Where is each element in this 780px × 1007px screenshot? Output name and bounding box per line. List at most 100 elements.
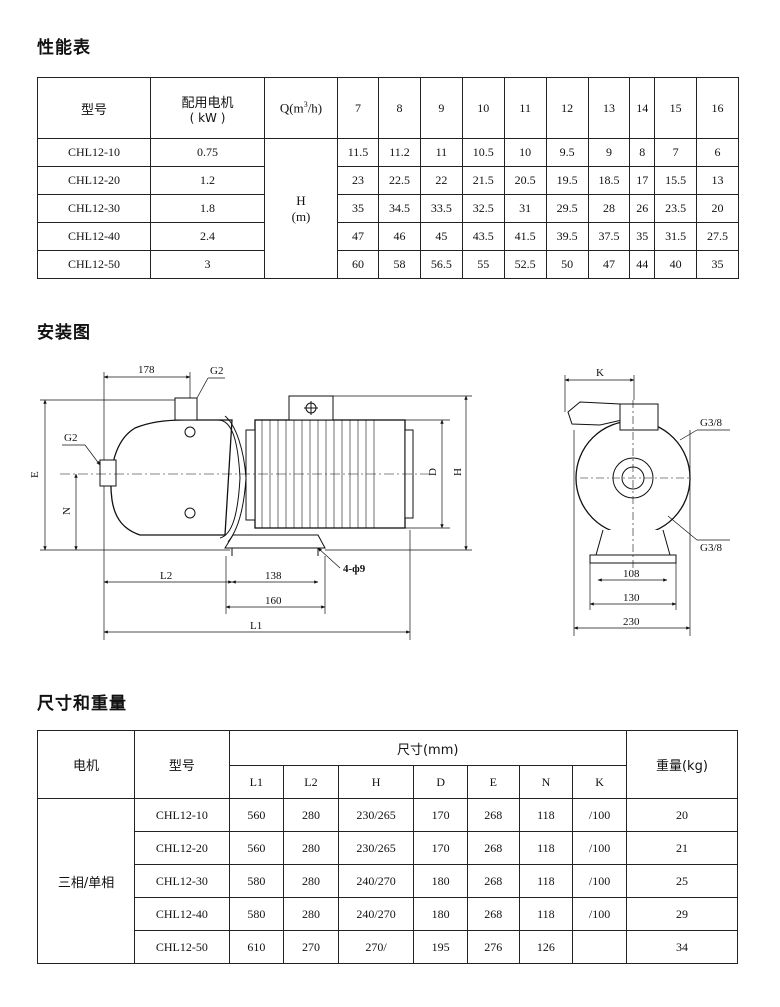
motor-header: 配用电机 ( kW ) (150, 77, 265, 139)
g38-top-label: G3/8 (700, 417, 723, 429)
performance-table: 型号 配用电机 ( kW ) Q(m3/h) 7 8 9 10 11 12 13… (37, 77, 739, 279)
dim-cell: 280 (283, 897, 339, 931)
dim-l2-label: L2 (160, 570, 172, 582)
col-k-header: K (572, 765, 627, 799)
head-cell: 47 (587, 250, 631, 279)
flow-header-sup: 3 (303, 99, 308, 109)
model-cell: CHL12-10 (134, 798, 230, 832)
head-cell: 20.5 (503, 166, 547, 195)
flow-value: 12 (545, 77, 589, 139)
dim-cell: 195 (413, 930, 468, 964)
head-cell: 32.5 (461, 194, 505, 223)
dim-178-label: 178 (138, 364, 155, 376)
head-cell: 20 (696, 194, 739, 223)
head-cell: 40 (654, 250, 698, 279)
flow-value: 14 (629, 77, 656, 139)
g38-bottom-label: G3/8 (700, 542, 723, 554)
model-header: 型号 (134, 730, 230, 799)
pump-end-view (567, 400, 691, 575)
dimensions-title: 尺寸和重量 (37, 694, 127, 714)
head-cell: 37.5 (587, 222, 631, 251)
model-cell: CHL12-30 (134, 864, 230, 898)
installation-title: 安装图 (37, 323, 91, 343)
dim-cell: 270/ (337, 930, 415, 964)
phase-cell: 三相/单相 (36, 798, 136, 964)
head-cell: 22.5 (378, 166, 421, 195)
installation-drawing: 178 G2 G2 E N D H L2 138 160 L1 4-ф9 K G… (29, 364, 730, 640)
model-cell: CHL12-10 (37, 138, 151, 167)
head-cell: 9.5 (545, 138, 589, 167)
head-cell: 28 (587, 194, 631, 223)
dim-cell: 240/270 (337, 864, 415, 898)
head-cell: 31.5 (654, 222, 698, 251)
dim-h-label: H (452, 468, 464, 476)
head-cell: 35 (336, 194, 380, 223)
model-cell: CHL12-20 (134, 831, 230, 865)
head-label: H (m) (264, 138, 338, 279)
dim-k-label: K (596, 367, 604, 379)
holes-label: 4-ф9 (343, 563, 366, 575)
head-cell: 10 (503, 138, 547, 167)
dim-cell: 280 (283, 831, 339, 865)
flow-value: 7 (336, 77, 380, 139)
weight-cell: 20 (625, 798, 739, 832)
head-cell: 31 (503, 194, 547, 223)
dim-cell: 268 (466, 798, 520, 832)
dim-cell: 268 (466, 864, 520, 898)
model-cell: CHL12-40 (37, 222, 151, 251)
head-cell: 44 (629, 250, 656, 279)
size-header: 尺寸(mm) (228, 730, 627, 766)
head-cell: 58 (378, 250, 421, 279)
dim-cell: 230/265 (337, 798, 415, 832)
head-cell: 39.5 (545, 222, 589, 251)
dim-cell: 180 (413, 897, 468, 931)
dim-cell: 118 (518, 798, 574, 832)
head-cell: 23 (336, 166, 380, 195)
flow-header-suffix: /h) (307, 100, 323, 116)
dim-d-label: D (427, 468, 439, 476)
flow-value: 8 (378, 77, 421, 139)
col-l2-header: L2 (283, 765, 339, 799)
head-cell: 9 (587, 138, 631, 167)
head-cell: 7 (654, 138, 698, 167)
head-cell: 45 (419, 222, 463, 251)
head-cell: 27.5 (696, 222, 739, 251)
flow-value: 15 (654, 77, 698, 139)
dim-230-label: 230 (623, 616, 640, 628)
head-cell: 47 (336, 222, 380, 251)
pump-body (99, 397, 326, 556)
weight-cell: 25 (625, 864, 739, 898)
head-cell: 55 (461, 250, 505, 279)
dim-cell: 240/270 (337, 897, 415, 931)
table-row: CHL12-30 1.8 35 34.5 33.5 32.5 31 29.5 2… (37, 194, 739, 223)
motor-cell: 1.8 (150, 194, 265, 223)
dimensions-table: 电机 型号 尺寸(mm) 重量(kg) L1 L2 H D E N K 三相/单… (36, 730, 739, 964)
dim-130-label: 130 (623, 592, 640, 604)
head-label-line2: (m) (291, 208, 311, 224)
model-cell: CHL12-40 (134, 897, 230, 931)
head-label-line1: H (296, 192, 306, 208)
table-row: CHL12-20 1.2 23 22.5 22 21.5 20.5 19.5 1… (37, 166, 739, 195)
head-cell: 10.5 (461, 138, 505, 167)
motor-header-line1: 配用电机 (181, 95, 234, 111)
head-cell: 34.5 (378, 194, 421, 223)
dim-cell: 180 (413, 864, 468, 898)
head-cell: 52.5 (503, 250, 547, 279)
flow-value: 16 (696, 77, 739, 139)
flow-header-prefix: Q(m (279, 100, 304, 116)
flow-value: 13 (587, 77, 631, 139)
motor-header: 电机 (36, 730, 136, 799)
flow-header: Q(m3/h) (264, 77, 338, 139)
dim-108-label: 108 (623, 568, 640, 580)
table-row: CHL12-50 3 60 58 56.5 55 52.5 50 47 44 4… (37, 250, 739, 279)
table-row: CHL12-20 560 280 230/265 170 268 118 /10… (38, 831, 739, 865)
dim-cell: /100 (572, 831, 627, 865)
dim-cell: /100 (572, 798, 627, 832)
flow-value: 11 (503, 77, 547, 139)
dim-cell: 280 (283, 864, 339, 898)
head-cell: 11 (419, 138, 463, 167)
head-cell: 46 (378, 222, 421, 251)
dim-cell: 230/265 (337, 831, 415, 865)
head-cell: 35 (629, 222, 656, 251)
model-cell: CHL12-50 (134, 930, 230, 964)
